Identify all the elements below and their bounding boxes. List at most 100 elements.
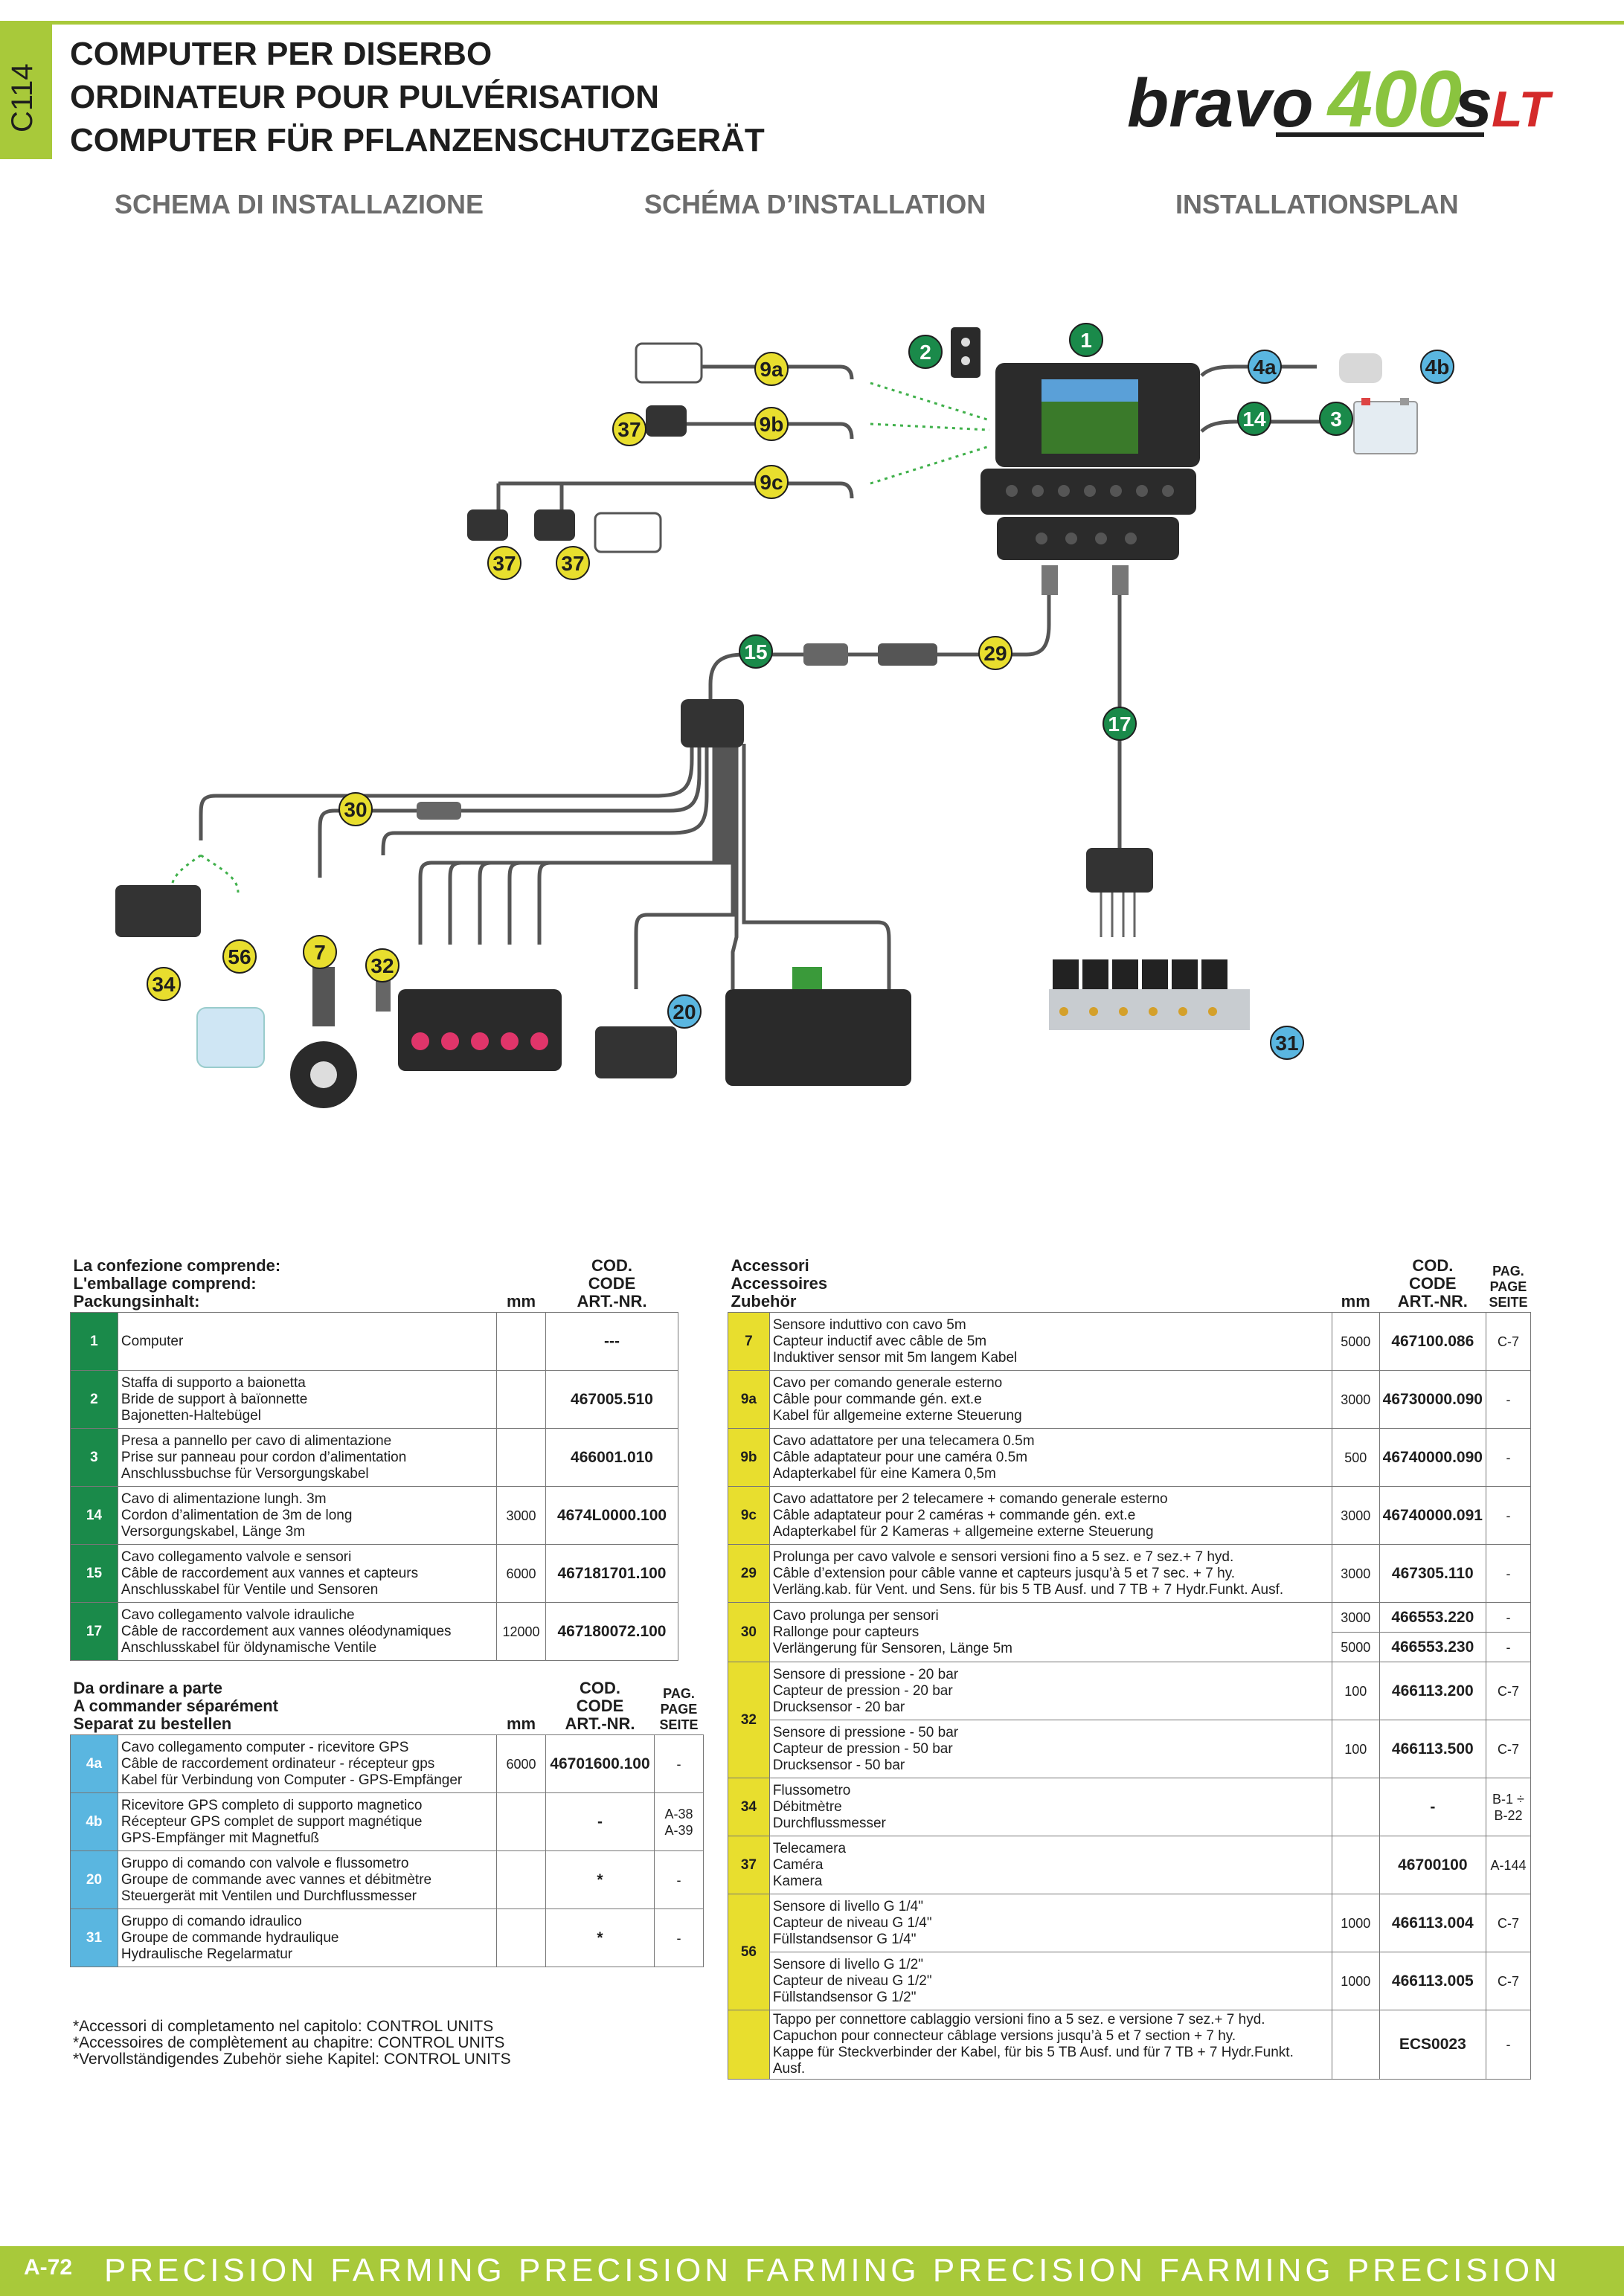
diagram-badge-circle: [222, 939, 257, 974]
item-number: 4b: [70, 1792, 118, 1851]
diagram-badge-label: 56: [228, 945, 251, 968]
diagram-badge-circle: [365, 948, 399, 983]
diagram-badge-label: 14: [1242, 408, 1266, 431]
col-pag-de: SEITE: [1489, 1295, 1528, 1310]
item-code: 466553.220: [1379, 1602, 1486, 1633]
diagram-badge-circle: [978, 636, 1012, 670]
item-code: 46740000.090: [1379, 1428, 1486, 1487]
diagram-badge-circle: [1319, 402, 1353, 436]
item-code: 467180072.100: [545, 1602, 678, 1661]
col-code-fr: CODE: [588, 1274, 636, 1293]
item-code: 467100.086: [1379, 1312, 1486, 1371]
item-description: Telecamera Caméra Kamera: [768, 1836, 1332, 1894]
item-length-mm: 3000: [1331, 1544, 1380, 1603]
col-mm: mm: [1341, 1292, 1370, 1311]
item-length-mm: [496, 1792, 546, 1851]
item-number: 15: [70, 1544, 118, 1603]
item-code: 466553.230: [1379, 1632, 1486, 1662]
item-code: *: [545, 1908, 655, 1967]
diagram-badge-circle: [147, 967, 181, 1001]
item-number: 9c: [728, 1486, 770, 1545]
item-code: ---: [545, 1312, 678, 1371]
diagram-badge-circle: [1248, 350, 1282, 384]
item-code: 4674L0000.100: [545, 1486, 678, 1545]
item-code: 467305.110: [1379, 1544, 1486, 1603]
item-page: -: [653, 1850, 705, 1909]
diagram-badge-circle: [1237, 402, 1271, 436]
diagram-badge-circle: [612, 412, 646, 446]
col-pag-it: PAG.: [1492, 1264, 1524, 1279]
svg-text:LT: LT: [1492, 81, 1553, 138]
item-description: Cavo per comando generale esterno Câble …: [768, 1370, 1332, 1429]
item-page: C-7: [1485, 1720, 1532, 1778]
item-page: -: [1485, 1428, 1532, 1487]
diagram-badge-label: 9c: [760, 471, 783, 494]
item-page: A-38 A-39: [653, 1792, 705, 1851]
diagram-badge-label: 17: [1108, 713, 1131, 736]
item-description: Flussometro Débitmètre Durchflussmesser: [768, 1778, 1332, 1836]
item-code: 46740000.091: [1379, 1486, 1486, 1545]
diagram-badge-circle: [667, 994, 702, 1029]
page-titles: COMPUTER PER DISERBO ORDINATEUR POUR PUL…: [70, 33, 765, 162]
item-page: C-7: [1485, 1894, 1532, 1952]
svg-text:s: s: [1454, 65, 1492, 141]
diagram-badge-label: 7: [314, 941, 326, 964]
top-accent-line: [0, 21, 1624, 25]
item-description: Prolunga per cavo valvole e sensori vers…: [768, 1544, 1332, 1603]
item-length-mm: 500: [1331, 1428, 1380, 1487]
item-length-mm: 6000: [496, 1734, 546, 1793]
diagram-badge-circle: [556, 546, 590, 580]
diagram-badge-label: 37: [617, 418, 641, 441]
table-row: Sensore di pressione - 50 bar Capteur de…: [728, 1720, 1532, 1778]
col-mm: mm: [506, 1292, 536, 1311]
item-number: 56: [728, 1894, 770, 2010]
item-number: 37: [728, 1836, 770, 1894]
diagram-badge-label: 2: [919, 341, 931, 364]
col-code-it: COD.: [1412, 1256, 1454, 1275]
item-length-mm: [1331, 1836, 1380, 1894]
title-fr: ORDINATEUR POUR PULVÉRISATION: [70, 79, 660, 115]
diagram-badge-label: 1: [1080, 329, 1092, 352]
item-code: 466113.500: [1379, 1720, 1486, 1778]
diagram-badge-label: 15: [744, 640, 767, 663]
diagram-badge-circle: [1069, 323, 1103, 357]
item-page: -: [1485, 1370, 1532, 1429]
heading-fr: L'emballage comprend:: [73, 1274, 257, 1293]
section-tab-label: C114: [6, 63, 39, 132]
diagram-badge-circle: [1103, 707, 1137, 741]
item-code: -: [545, 1792, 655, 1851]
col-code-fr: CODE: [576, 1697, 624, 1715]
item-code: 46700100: [1379, 1836, 1486, 1894]
item-length-mm: 1000: [1331, 1894, 1380, 1952]
item-length-mm: 100: [1331, 1662, 1380, 1720]
heading-it: La confezione comprende:: [73, 1256, 281, 1275]
schema-title-fr: SCHÉMA D’INSTALLATION: [644, 189, 986, 219]
item-length-mm: 3000: [1331, 1370, 1380, 1429]
item-page: -: [1485, 1486, 1532, 1545]
item-page: B-1 ÷ B-22: [1485, 1778, 1532, 1836]
item-page: -: [1485, 1632, 1532, 1662]
heading-fr: Accessoires: [731, 1274, 828, 1293]
footer-band: A-72 PRECISION FARMING PRECISION FARMING…: [0, 2246, 1624, 2296]
heading-it: Accessori: [731, 1256, 809, 1275]
item-description: Cavo collegamento valvole e sensori Câbl…: [117, 1544, 498, 1603]
item-length-mm: 1000: [1331, 1952, 1380, 2010]
diagram-badge-label: 32: [370, 954, 394, 977]
item-number: 2: [70, 1370, 118, 1429]
item-description: Staffa di supporto a baionetta Bride de …: [117, 1370, 498, 1429]
